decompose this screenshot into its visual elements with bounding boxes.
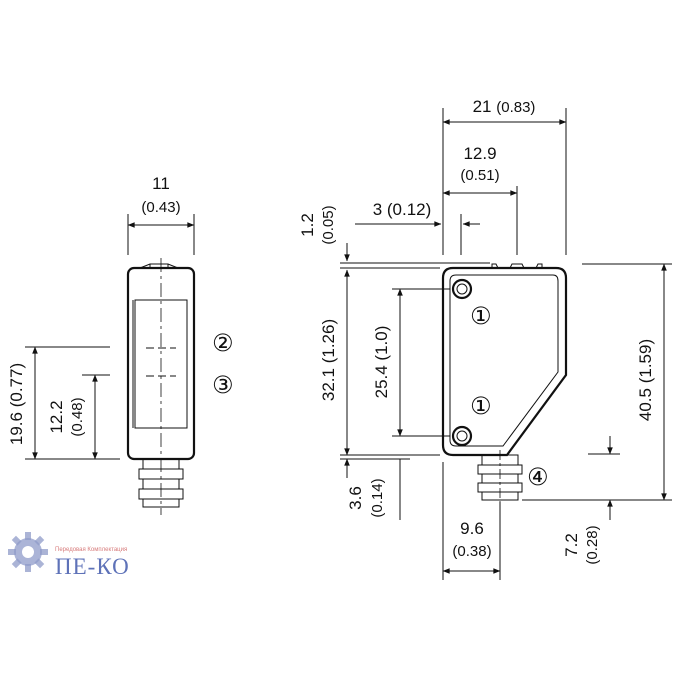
dim-12-9-in: (0.51) (460, 167, 499, 184)
dim-3-6-in: (0.14) (369, 478, 386, 517)
gear-icon (8, 532, 48, 572)
dim-40-5-label: 40.5 (1.59) (636, 339, 655, 421)
dim-3-label: 3 (0.12) (373, 200, 432, 219)
dim-7-2-in: (0.28) (584, 525, 601, 564)
dim-9-6-mm: 9.6 (460, 519, 484, 538)
callout-1-bottom: ① (470, 392, 492, 420)
dim-12-2-in: (0.48) (69, 397, 86, 436)
dim-1-2-in: (0.05) (320, 205, 337, 244)
dim-21-label: 21 (0.83) (473, 97, 536, 116)
callout-3: ③ (212, 371, 234, 399)
front-view (340, 108, 672, 580)
dim-1-2-mm: 1.2 (298, 213, 317, 237)
dim-25-4-label: 25.4 (1.0) (372, 326, 391, 399)
dim-12-2-mm: 12.2 (47, 400, 66, 433)
dim-7-2-mm: 7.2 (562, 533, 581, 557)
callout-4: ④ (527, 463, 549, 491)
logo-name: ПЕ-КО (55, 554, 130, 579)
dim-width-11-in: (0.43) (141, 199, 180, 216)
dim-32-1-label: 32.1 (1.26) (319, 319, 338, 401)
dim-12-9-mm: 12.9 (463, 144, 496, 163)
side-view (25, 214, 196, 515)
callout-1-top: ① (470, 302, 492, 330)
logo-tagline: Передовая Комплектация (55, 547, 127, 553)
dim-9-6-in: (0.38) (452, 543, 491, 560)
company-logo: Передовая Комплектация ПЕ-КО (8, 532, 130, 579)
dim-width-11-mm: 11 (152, 174, 170, 193)
dim-19-6-label: 19.6 (0.77) (7, 363, 26, 445)
callout-2: ② (212, 329, 234, 357)
dim-3-6-mm: 3.6 (346, 486, 365, 510)
